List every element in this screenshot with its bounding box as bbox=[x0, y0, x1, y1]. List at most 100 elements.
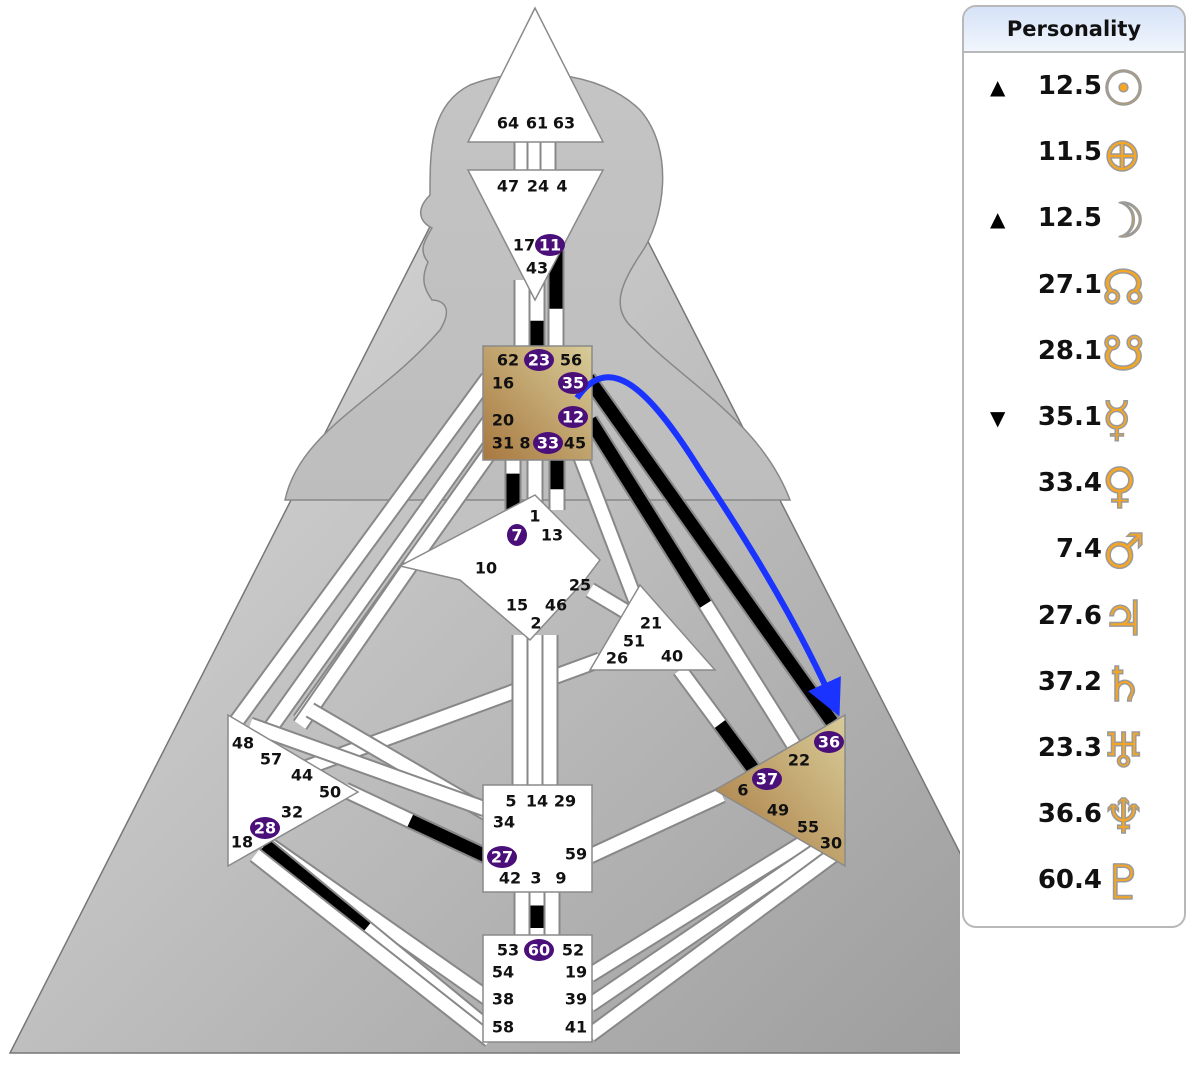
gate-57[interactable]: 57 bbox=[260, 750, 282, 769]
gate-41[interactable]: 41 bbox=[565, 1018, 587, 1037]
gate-16[interactable]: 16 bbox=[492, 374, 514, 393]
gate-number: 19 bbox=[565, 963, 587, 982]
solar-plexus-center[interactable] bbox=[713, 713, 846, 868]
gate-20[interactable]: 20 bbox=[492, 411, 514, 430]
gate-15[interactable]: 15 bbox=[506, 596, 528, 615]
planet-row-pluto[interactable]: 60.4 ♇ bbox=[964, 855, 1184, 915]
gate-5[interactable]: 5 bbox=[505, 792, 516, 811]
gate-number: 33 bbox=[537, 434, 559, 453]
gate-number: 63 bbox=[553, 114, 575, 133]
gate-10[interactable]: 10 bbox=[475, 559, 497, 578]
gate-28[interactable]: 28 bbox=[250, 817, 280, 839]
gate-34[interactable]: 34 bbox=[493, 813, 515, 832]
gate-21[interactable]: 21 bbox=[640, 614, 662, 633]
gate-43[interactable]: 43 bbox=[526, 259, 548, 278]
gate-59[interactable]: 59 bbox=[565, 845, 587, 864]
gate-4[interactable]: 4 bbox=[556, 177, 567, 196]
north-node-icon: ☊ bbox=[1101, 259, 1145, 317]
channel bbox=[572, 451, 648, 616]
gate-number: 59 bbox=[565, 845, 587, 864]
gate-35[interactable]: 35 bbox=[558, 372, 588, 394]
gate-29[interactable]: 29 bbox=[554, 792, 576, 811]
planet-row-mars[interactable]: 7.4 ♂ bbox=[964, 524, 1184, 584]
gate-9[interactable]: 9 bbox=[555, 869, 566, 888]
gate-number: 14 bbox=[526, 792, 548, 811]
gate-17[interactable]: 17 bbox=[513, 236, 535, 255]
g-center[interactable] bbox=[397, 494, 601, 642]
planet-row-neptune[interactable]: 36.6 ♆ bbox=[964, 788, 1184, 849]
gate-64[interactable]: 64 bbox=[497, 114, 519, 133]
gate-14[interactable]: 14 bbox=[526, 792, 548, 811]
gate-8[interactable]: 8 bbox=[519, 434, 530, 453]
heart-center[interactable] bbox=[588, 583, 717, 671]
ajna-center[interactable] bbox=[466, 169, 605, 302]
gate-44[interactable]: 44 bbox=[291, 766, 313, 785]
gate-53[interactable]: 53 bbox=[497, 941, 519, 960]
gate-56[interactable]: 56 bbox=[560, 351, 582, 370]
channel bbox=[585, 812, 845, 983]
planet-row-sun[interactable]: ▲ 12.5 ☉ bbox=[964, 60, 1184, 121]
planet-row-venus[interactable]: 33.4 ♀ bbox=[964, 457, 1184, 518]
gate-31[interactable]: 31 bbox=[492, 434, 514, 453]
gate-40[interactable]: 40 bbox=[661, 647, 683, 666]
gate-37[interactable]: 37 bbox=[752, 768, 782, 790]
gate-11[interactable]: 11 bbox=[535, 234, 565, 256]
gate-number: 7 bbox=[511, 526, 522, 545]
planet-row-earth[interactable]: 11.5 ⊕ bbox=[964, 126, 1184, 187]
gate-24[interactable]: 24 bbox=[527, 177, 549, 196]
gate-3[interactable]: 3 bbox=[530, 869, 541, 888]
gate-49[interactable]: 49 bbox=[767, 801, 789, 820]
gate-47[interactable]: 47 bbox=[497, 177, 519, 196]
gate-23[interactable]: 23 bbox=[524, 349, 554, 371]
gate-58[interactable]: 58 bbox=[492, 1018, 514, 1037]
gate-55[interactable]: 55 bbox=[797, 818, 819, 837]
planet-row-saturn[interactable]: 37.2 ♄ bbox=[964, 656, 1184, 717]
active-gate-marker bbox=[558, 372, 588, 394]
gate-7[interactable]: 7 bbox=[507, 524, 527, 546]
planet-row-south-node[interactable]: 28.1 ☋ bbox=[964, 325, 1184, 386]
gate-36[interactable]: 36 bbox=[814, 731, 844, 753]
gate-30[interactable]: 30 bbox=[820, 834, 842, 853]
gate-26[interactable]: 26 bbox=[606, 649, 628, 668]
gate-19[interactable]: 19 bbox=[565, 963, 587, 982]
active-gate-marker bbox=[535, 234, 565, 256]
gate-45[interactable]: 45 bbox=[564, 434, 586, 453]
planet-row-jupiter[interactable]: 27.6 ♃ bbox=[964, 590, 1184, 651]
gate-12[interactable]: 12 bbox=[558, 406, 588, 428]
channel bbox=[247, 716, 491, 819]
gate-48[interactable]: 48 bbox=[232, 734, 254, 753]
gate-number: 20 bbox=[492, 411, 514, 430]
gate-54[interactable]: 54 bbox=[492, 963, 514, 982]
gate-number: 21 bbox=[640, 614, 662, 633]
gate-6[interactable]: 6 bbox=[737, 781, 748, 800]
gate-33[interactable]: 33 bbox=[533, 432, 563, 454]
planet-row-north-node[interactable]: 27.1 ☊ bbox=[964, 259, 1184, 320]
gate-25[interactable]: 25 bbox=[569, 576, 591, 595]
gate-52[interactable]: 52 bbox=[562, 941, 584, 960]
gate-number: 5 bbox=[505, 792, 516, 811]
gate-46[interactable]: 46 bbox=[545, 596, 567, 615]
gate-number: 26 bbox=[606, 649, 628, 668]
gate-13[interactable]: 13 bbox=[541, 526, 563, 545]
gate-38[interactable]: 38 bbox=[492, 990, 514, 1009]
head-center[interactable] bbox=[466, 6, 605, 143]
sacral-center[interactable] bbox=[482, 784, 593, 893]
gate-2[interactable]: 2 bbox=[530, 614, 541, 633]
planet-row-moon[interactable]: ▲ 12.5 ☽ bbox=[964, 193, 1184, 253]
gate-61[interactable]: 61 bbox=[526, 114, 548, 133]
gate-line-value: 36.6 bbox=[1037, 799, 1102, 830]
gate-50[interactable]: 50 bbox=[319, 783, 341, 802]
gate-1[interactable]: 1 bbox=[529, 507, 540, 526]
gate-60[interactable]: 60 bbox=[524, 939, 554, 961]
gate-27[interactable]: 27 bbox=[487, 846, 517, 868]
gate-39[interactable]: 39 bbox=[565, 990, 587, 1009]
gate-22[interactable]: 22 bbox=[788, 751, 810, 770]
planet-row-uranus[interactable]: 23.3 ♅ bbox=[964, 722, 1184, 783]
gate-51[interactable]: 51 bbox=[623, 632, 645, 651]
gate-18[interactable]: 18 bbox=[231, 833, 253, 852]
gate-32[interactable]: 32 bbox=[281, 803, 303, 822]
gate-62[interactable]: 62 bbox=[497, 351, 519, 370]
gate-42[interactable]: 42 bbox=[499, 869, 521, 888]
planet-row-mercury[interactable]: ▼ 35.1 ☿ bbox=[964, 391, 1184, 452]
gate-63[interactable]: 63 bbox=[553, 114, 575, 133]
